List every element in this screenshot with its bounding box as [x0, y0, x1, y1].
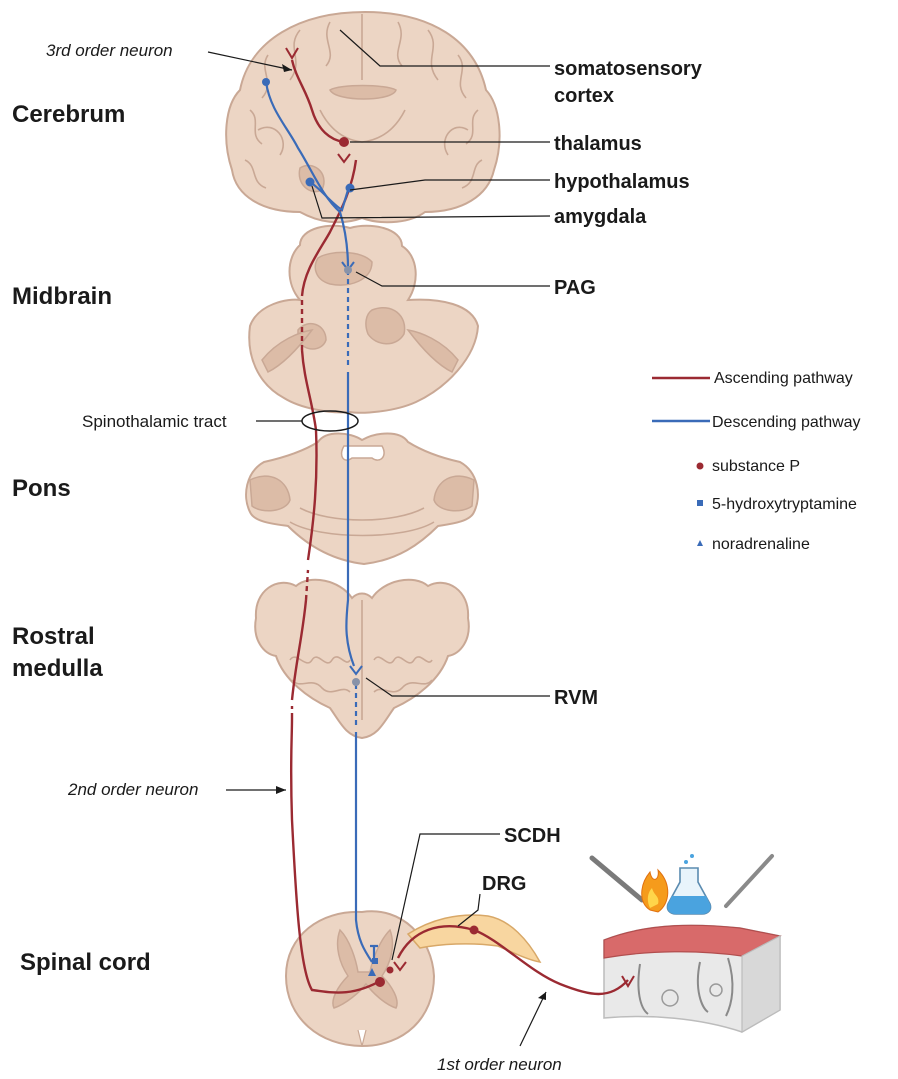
label-midbrain: Midbrain — [12, 283, 112, 310]
legend-substance-p-marker — [697, 463, 704, 470]
legend — [652, 378, 710, 546]
label-rvm: RVM — [554, 687, 598, 709]
legend-5ht-marker — [697, 500, 703, 506]
label-2nd-order-neuron: 2nd order neuron — [67, 780, 198, 799]
medulla-section — [255, 580, 469, 738]
label-thalamus: thalamus — [554, 133, 642, 155]
label-drg: DRG — [482, 873, 526, 895]
skin-block — [604, 925, 780, 1032]
label-hypothalamus: hypothalamus — [554, 171, 690, 193]
label-cortex: cortex — [554, 85, 614, 107]
cerebrum-section — [226, 12, 499, 222]
label-rostral: Rostral — [12, 623, 95, 650]
spinothalamic-tract-marker — [302, 411, 358, 431]
label-spinal-cord: Spinal cord — [20, 949, 151, 976]
pons-section — [246, 434, 478, 565]
label-cerebrum: Cerebrum — [12, 101, 125, 128]
label-pag: PAG — [554, 277, 596, 299]
heated-probe-icon — [592, 858, 642, 900]
label-scdh: SCDH — [504, 825, 561, 847]
legend-substance-p-label: substance P — [712, 458, 800, 475]
legend-descending-label: Descending pathway — [712, 414, 861, 431]
legend-ascending-label: Ascending pathway — [714, 370, 853, 387]
label-somatosensory: somatosensory — [554, 58, 703, 80]
legend-noradrenaline-label: noradrenaline — [712, 536, 810, 553]
legend-5ht-label: 5-hydroxytryptamine — [712, 496, 857, 513]
legend-noradrenaline-marker — [697, 540, 703, 546]
flask-icon — [667, 854, 710, 914]
label-pons: Pons — [12, 475, 71, 502]
label-spinothalamic-tract: Spinothalamic tract — [82, 412, 227, 431]
label-amygdala: amygdala — [554, 206, 647, 228]
label-3rd-order-neuron: 3rd order neuron — [46, 41, 173, 60]
needle-icon — [726, 856, 772, 906]
flame-icon — [642, 870, 668, 912]
label-1st-order-neuron: 1st order neuron — [437, 1055, 562, 1074]
midbrain-section — [249, 226, 478, 413]
label-medulla: medulla — [12, 655, 103, 682]
